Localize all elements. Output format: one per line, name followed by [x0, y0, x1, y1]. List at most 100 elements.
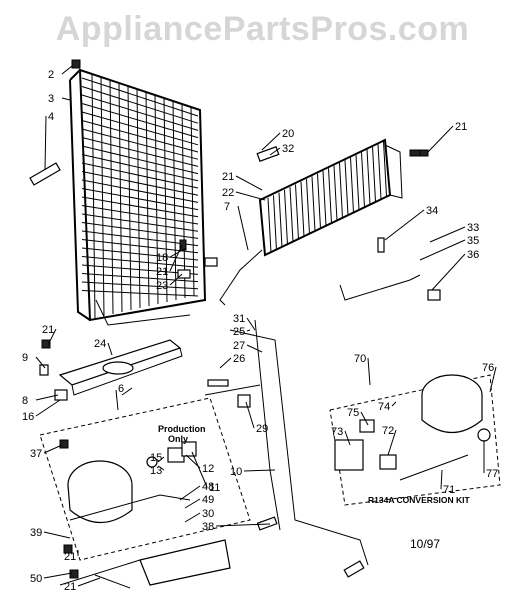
callout-21: 21: [42, 324, 54, 336]
conversion-kit-label: R134A CONVERSION KIT: [368, 495, 471, 505]
leader-line: [43, 531, 71, 539]
leader-line: [367, 357, 371, 386]
callout-21: 21: [64, 551, 76, 563]
leader-line: [237, 205, 249, 251]
callout-76: 76: [482, 362, 494, 374]
leader-line: [235, 175, 263, 191]
callout-29: 29: [256, 423, 268, 435]
leader-line: [35, 399, 61, 417]
callout-16: 16: [22, 411, 34, 423]
production-note-line1: Production: [158, 424, 206, 434]
leader-line: [157, 456, 165, 463]
leader-line: [215, 523, 271, 527]
callout-34: 34: [426, 205, 438, 217]
leader-line: [43, 572, 73, 579]
callout-38: 38: [202, 521, 214, 533]
condenser-coil: [69, 68, 207, 326]
leader-line: [43, 444, 63, 454]
leader-line: [61, 97, 71, 101]
leader-line: [184, 498, 201, 509]
callout-21: 21: [64, 581, 76, 593]
callout-23: 23: [156, 280, 168, 292]
callout-32: 32: [282, 143, 294, 155]
callout-9: 9: [22, 352, 28, 364]
leader-line: [384, 209, 425, 241]
leader-line: [360, 411, 369, 426]
callout-10: 10: [230, 466, 242, 478]
leader-line: [269, 147, 281, 156]
small-hardware: [29, 59, 441, 579]
leader-line: [47, 328, 57, 346]
callout-3: 3: [48, 93, 54, 105]
callout-8: 8: [22, 395, 28, 407]
callout-26: 26: [233, 353, 245, 365]
leader-line: [157, 465, 165, 471]
leader-line: [261, 132, 281, 151]
leader-line: [169, 273, 183, 286]
callout-75: 75: [347, 407, 359, 419]
callout-25: 25: [233, 326, 245, 338]
callout-48: 48: [202, 481, 214, 493]
callout-24: 24: [94, 338, 106, 350]
callout-4: 4: [48, 111, 54, 123]
callout-18: 18: [156, 252, 168, 264]
callout-37: 37: [30, 448, 42, 460]
callout-2: 2: [48, 69, 54, 81]
callout-39: 39: [30, 527, 42, 539]
mounting-bracket: [59, 539, 231, 589]
leader-line: [246, 329, 251, 332]
leader-line: [77, 577, 101, 587]
callout-21: 21: [156, 266, 168, 278]
watermark: AppliancePartsPros.com: [55, 10, 470, 48]
callout-11: 11: [209, 482, 220, 494]
leader-line: [440, 469, 443, 490]
drain-pan: [58, 339, 183, 411]
leader-line: [169, 244, 183, 272]
callout-36: 36: [467, 249, 479, 261]
callout-71: 71: [443, 484, 455, 496]
callout-73: 73: [331, 426, 343, 438]
callout-15: 15: [150, 452, 162, 464]
leader-line: [387, 429, 397, 456]
callout-49: 49: [202, 494, 214, 506]
callout-72: 72: [382, 425, 394, 437]
diagram-date: 10/97: [410, 537, 440, 551]
callout-30: 30: [202, 508, 214, 520]
leader-line: [235, 191, 266, 201]
leader-line: [191, 451, 208, 488]
callout-33: 33: [467, 222, 479, 234]
leader-line: [121, 387, 133, 396]
leader-line: [246, 317, 256, 331]
leader-line: [427, 125, 454, 153]
callout-6: 6: [118, 383, 124, 395]
callout-50: 50: [30, 573, 42, 585]
leader-line: [489, 366, 497, 393]
leader-line: [429, 226, 466, 243]
production-note-line2: Only: [168, 434, 188, 444]
compressor-assembly: [39, 397, 251, 561]
callout-7: 7: [224, 201, 230, 213]
leader-lines: [35, 65, 497, 587]
callout-12: 12: [202, 463, 214, 475]
leader-line: [219, 357, 232, 369]
leader-line: [107, 342, 113, 356]
leader-line: [179, 485, 201, 501]
callout-27: 27: [233, 340, 245, 352]
leader-line: [245, 401, 255, 429]
callout-22: 22: [222, 187, 234, 199]
leader-line: [246, 344, 263, 353]
leader-line: [419, 239, 466, 261]
callout-35: 35: [467, 235, 479, 247]
callout-20: 20: [282, 128, 294, 140]
callout-13: 13: [150, 465, 162, 477]
leader-line: [184, 512, 201, 523]
leader-line: [35, 356, 46, 369]
callout-70: 70: [354, 353, 366, 365]
conversion-kit-box: [329, 374, 501, 506]
callout-21: 21: [222, 171, 234, 183]
leader-line: [35, 394, 59, 401]
leader-line: [44, 115, 47, 171]
